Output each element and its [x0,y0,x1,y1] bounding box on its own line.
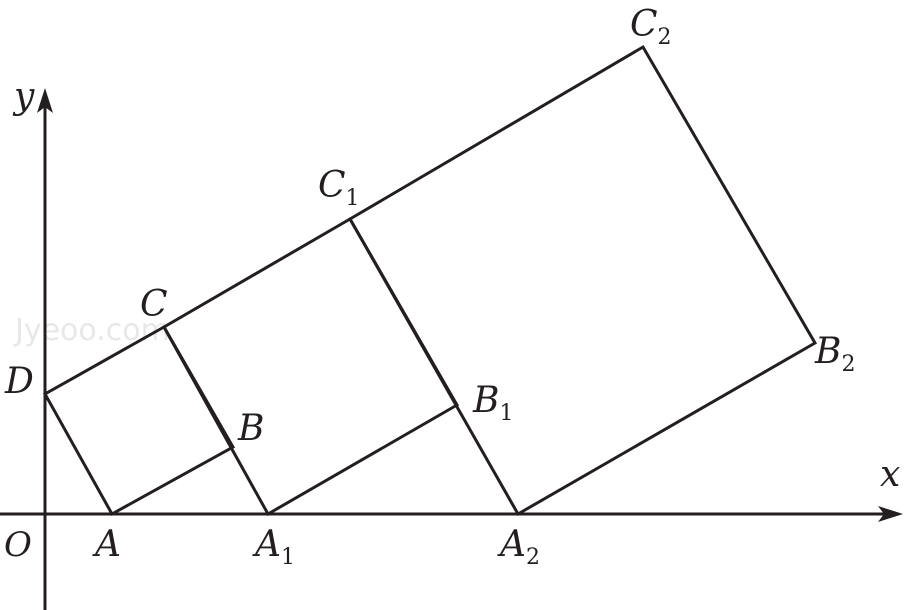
point-label-c: C [140,284,168,325]
square-abcd [42,324,236,517]
point-label-b1: B1 [472,380,513,426]
origin-label: O [4,525,32,565]
point-label-a1: A1 [252,524,295,570]
point-label-c2: C2 [630,4,672,50]
point-label-b: B [237,408,264,449]
x-axis-label: x [880,454,900,495]
axes [0,88,903,610]
point-label-a: A [92,524,121,565]
y-axis-arrow [37,88,53,113]
point-labels: A B C D A1 B1 C1 A2 B2 C2 [4,4,855,570]
point-label-d: D [4,361,34,402]
x-axis-arrow [878,506,903,522]
point-label-c1: C1 [318,165,360,211]
square-a1b1c1c-outline [161,216,460,517]
point-label-b2: B2 [814,331,855,377]
point-label-a2: A2 [497,524,540,570]
square-a1b1c1c [161,216,460,517]
y-axis-label: y [12,76,35,117]
watermark: Jyeoo.com [13,313,170,348]
square-abcd-outline [42,324,236,517]
square-a2b2c2c1 [347,44,818,517]
square-a2b2c2c1-outline [347,44,818,517]
axis-labels: x y O [4,76,900,565]
